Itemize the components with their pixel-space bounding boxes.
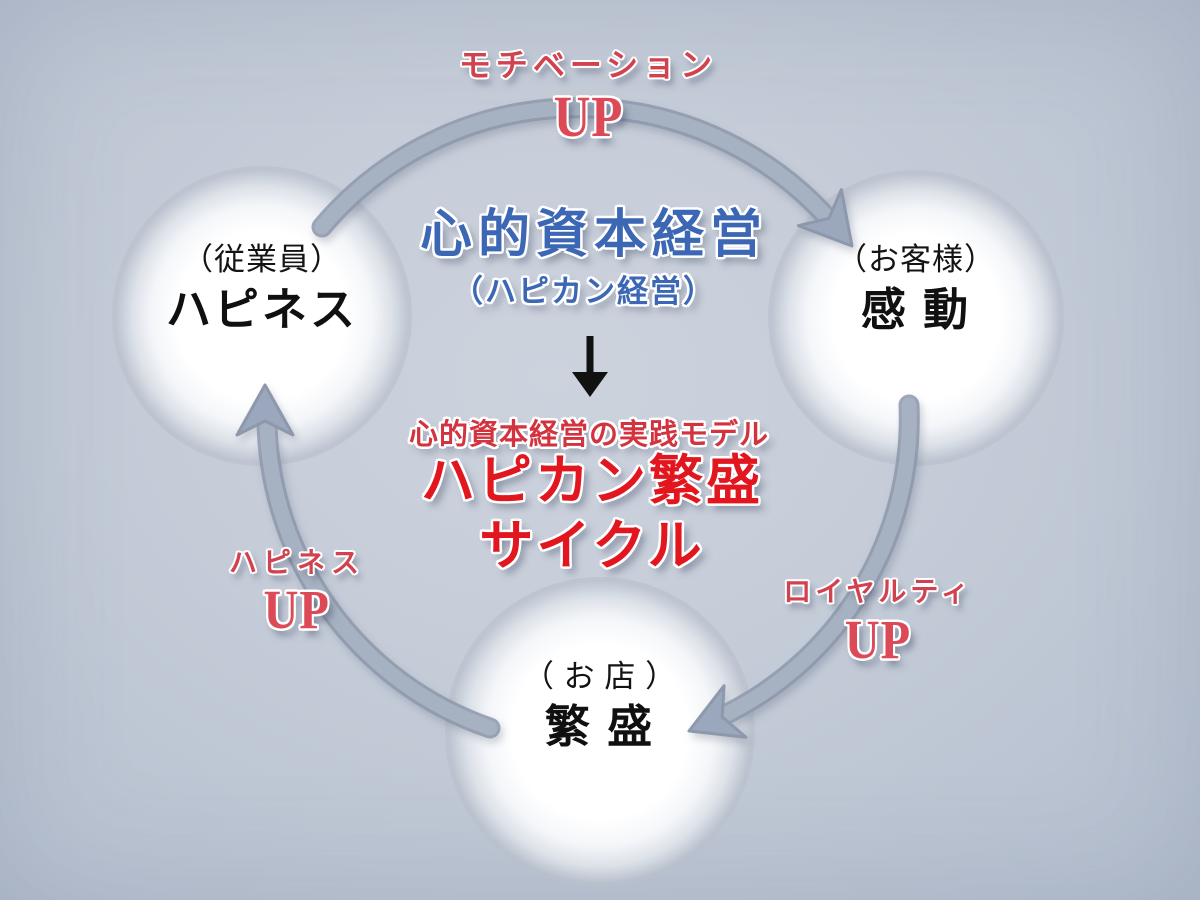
down-arrow-icon — [572, 336, 608, 397]
node-customer-role: （お客様） — [836, 241, 996, 277]
cycle-arrow-left-icon — [235, 383, 501, 739]
label-happiness-text: ハピネス — [228, 547, 366, 578]
node-shop-value: 繁 盛 — [544, 702, 656, 753]
label-loyalty-up-text: UP — [844, 609, 912, 670]
cycle-arrow-top-icon — [311, 97, 854, 248]
label-motivation-up: モチベーション UP — [459, 40, 717, 146]
node-employee-role: （従業員） — [182, 241, 342, 277]
label-happiness-up: ハピネス UP — [229, 541, 365, 637]
node-customer-value: 感 動 — [860, 285, 972, 336]
label-loyalty-up: ロイヤルティ UP — [783, 570, 972, 667]
model-caption: 心的資本経営の実践モデル — [408, 419, 770, 451]
label-loyalty-text: ロイヤルティ — [783, 576, 973, 607]
diagram-subtitle: （ハピカン経営） — [452, 274, 716, 309]
node-shop-role: （ お 店 ） — [522, 658, 678, 694]
label-happiness-up-text: UP — [263, 579, 331, 640]
diagram-title: 心的資本経営 — [419, 207, 769, 264]
label-motivation-text: モチベーション — [458, 47, 718, 83]
model-name-line1: ハピカン繁盛 — [421, 451, 763, 511]
model-name-line2: サイクル — [479, 515, 705, 576]
node-employee-value: ハピネス — [165, 285, 358, 336]
model-name: ハピカン繁盛 サイクル — [421, 449, 763, 579]
node-customer: （お客様） 感 動 — [768, 170, 1064, 466]
label-motivation-up-text: UP — [553, 84, 623, 149]
cycle-arrow-right-icon — [687, 394, 920, 739]
